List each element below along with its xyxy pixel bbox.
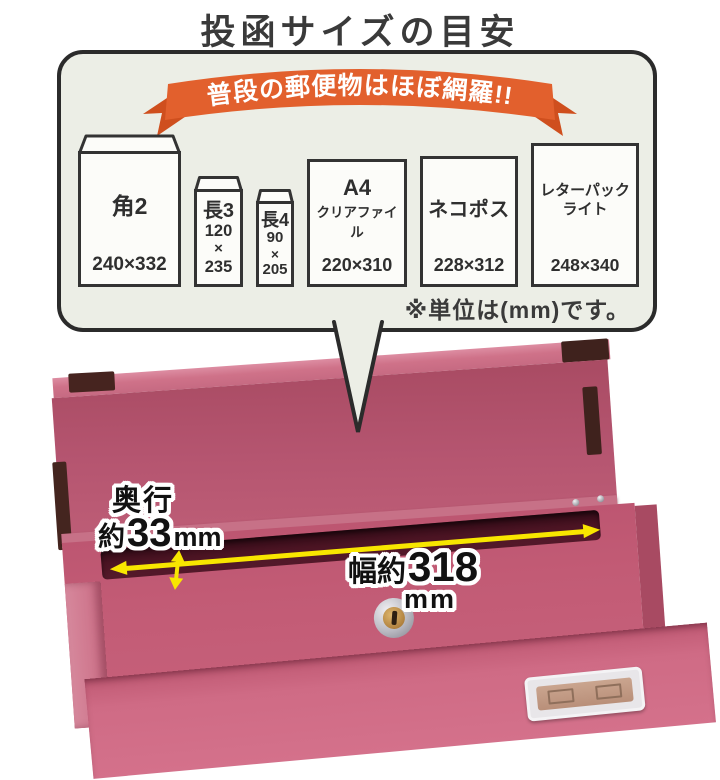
times-symbol: × — [271, 246, 279, 262]
envelope-size: 240×332 — [92, 254, 167, 275]
unit-note: ※単位は(mm)です。 — [404, 297, 630, 323]
envelope-name: A4 — [342, 175, 372, 201]
keyhole-slit — [390, 610, 397, 626]
envelope-nekopos: ネコポス 228×312 — [420, 156, 518, 287]
nameplate-inner — [535, 677, 634, 711]
envelope-name: 角2 — [111, 193, 148, 219]
envelope-kaku2: 角2 240×332 — [78, 133, 181, 287]
lid-corner-bracket-left — [68, 371, 116, 393]
depth-unit: mm — [173, 522, 222, 552]
envelope-width: 120 — [204, 222, 233, 241]
envelope-height: 235 — [204, 257, 233, 276]
envelope-name: 長4 — [260, 209, 289, 230]
envelope-height: 205 — [262, 260, 288, 278]
depth-label: 奥行 — [112, 485, 175, 517]
envelope-flap — [78, 134, 181, 153]
envelope-width: 90 — [266, 228, 284, 246]
page-title: 投函サイズの目安 — [200, 13, 520, 52]
arrow-head-right-icon — [582, 522, 601, 539]
width-number: 318 — [408, 543, 479, 590]
times-symbol: × — [214, 239, 223, 257]
envelope-name: レターパック — [540, 181, 630, 199]
keyhole-core — [382, 606, 406, 630]
envelope-size: 228×312 — [433, 255, 505, 275]
ribbon-band — [165, 69, 555, 120]
width-unit: mm — [404, 584, 457, 614]
arrow-head-down-icon — [167, 577, 184, 591]
ribbon-banner: 普段の郵便物はほぼ網羅!! — [143, 69, 577, 136]
envelope-flap — [256, 189, 294, 203]
envelope-subname: クリアファイル — [316, 204, 398, 240]
depth-prefix: 約 — [98, 522, 125, 552]
envelope-size: 248×340 — [550, 255, 620, 275]
envelope-size: 220×310 — [321, 255, 393, 275]
envelope-naga4: 長4 90 × 205 — [256, 188, 294, 287]
envelope-flap — [194, 176, 243, 191]
width-prefix: 幅約 — [348, 556, 407, 588]
nameplate-glyph — [595, 683, 623, 700]
envelope-name: 長3 — [202, 199, 235, 222]
nameplate-glyph — [547, 688, 575, 705]
envelope-name-line2: ライト — [562, 200, 608, 218]
arrow-head-left-icon — [109, 560, 128, 577]
nameplate — [523, 666, 646, 722]
bubble-tail — [332, 320, 384, 433]
page: { "title": "投函サイズの目安", "ribbon": { "text… — [51, 13, 716, 779]
envelope-name: ネコポス — [428, 198, 510, 221]
depth-number: 33 — [127, 511, 172, 555]
envelope-naga3: 長3 120 × 235 — [194, 175, 243, 287]
envelope-letterpack-light: レターパック ライト 248×340 — [531, 143, 639, 287]
envelope-a4-clearfile: A4 クリアファイル 220×310 — [307, 159, 407, 287]
envelope-size-row: 角2 240×332 長3 120 × 235 長4 90 × 205 A4 — [78, 131, 640, 287]
